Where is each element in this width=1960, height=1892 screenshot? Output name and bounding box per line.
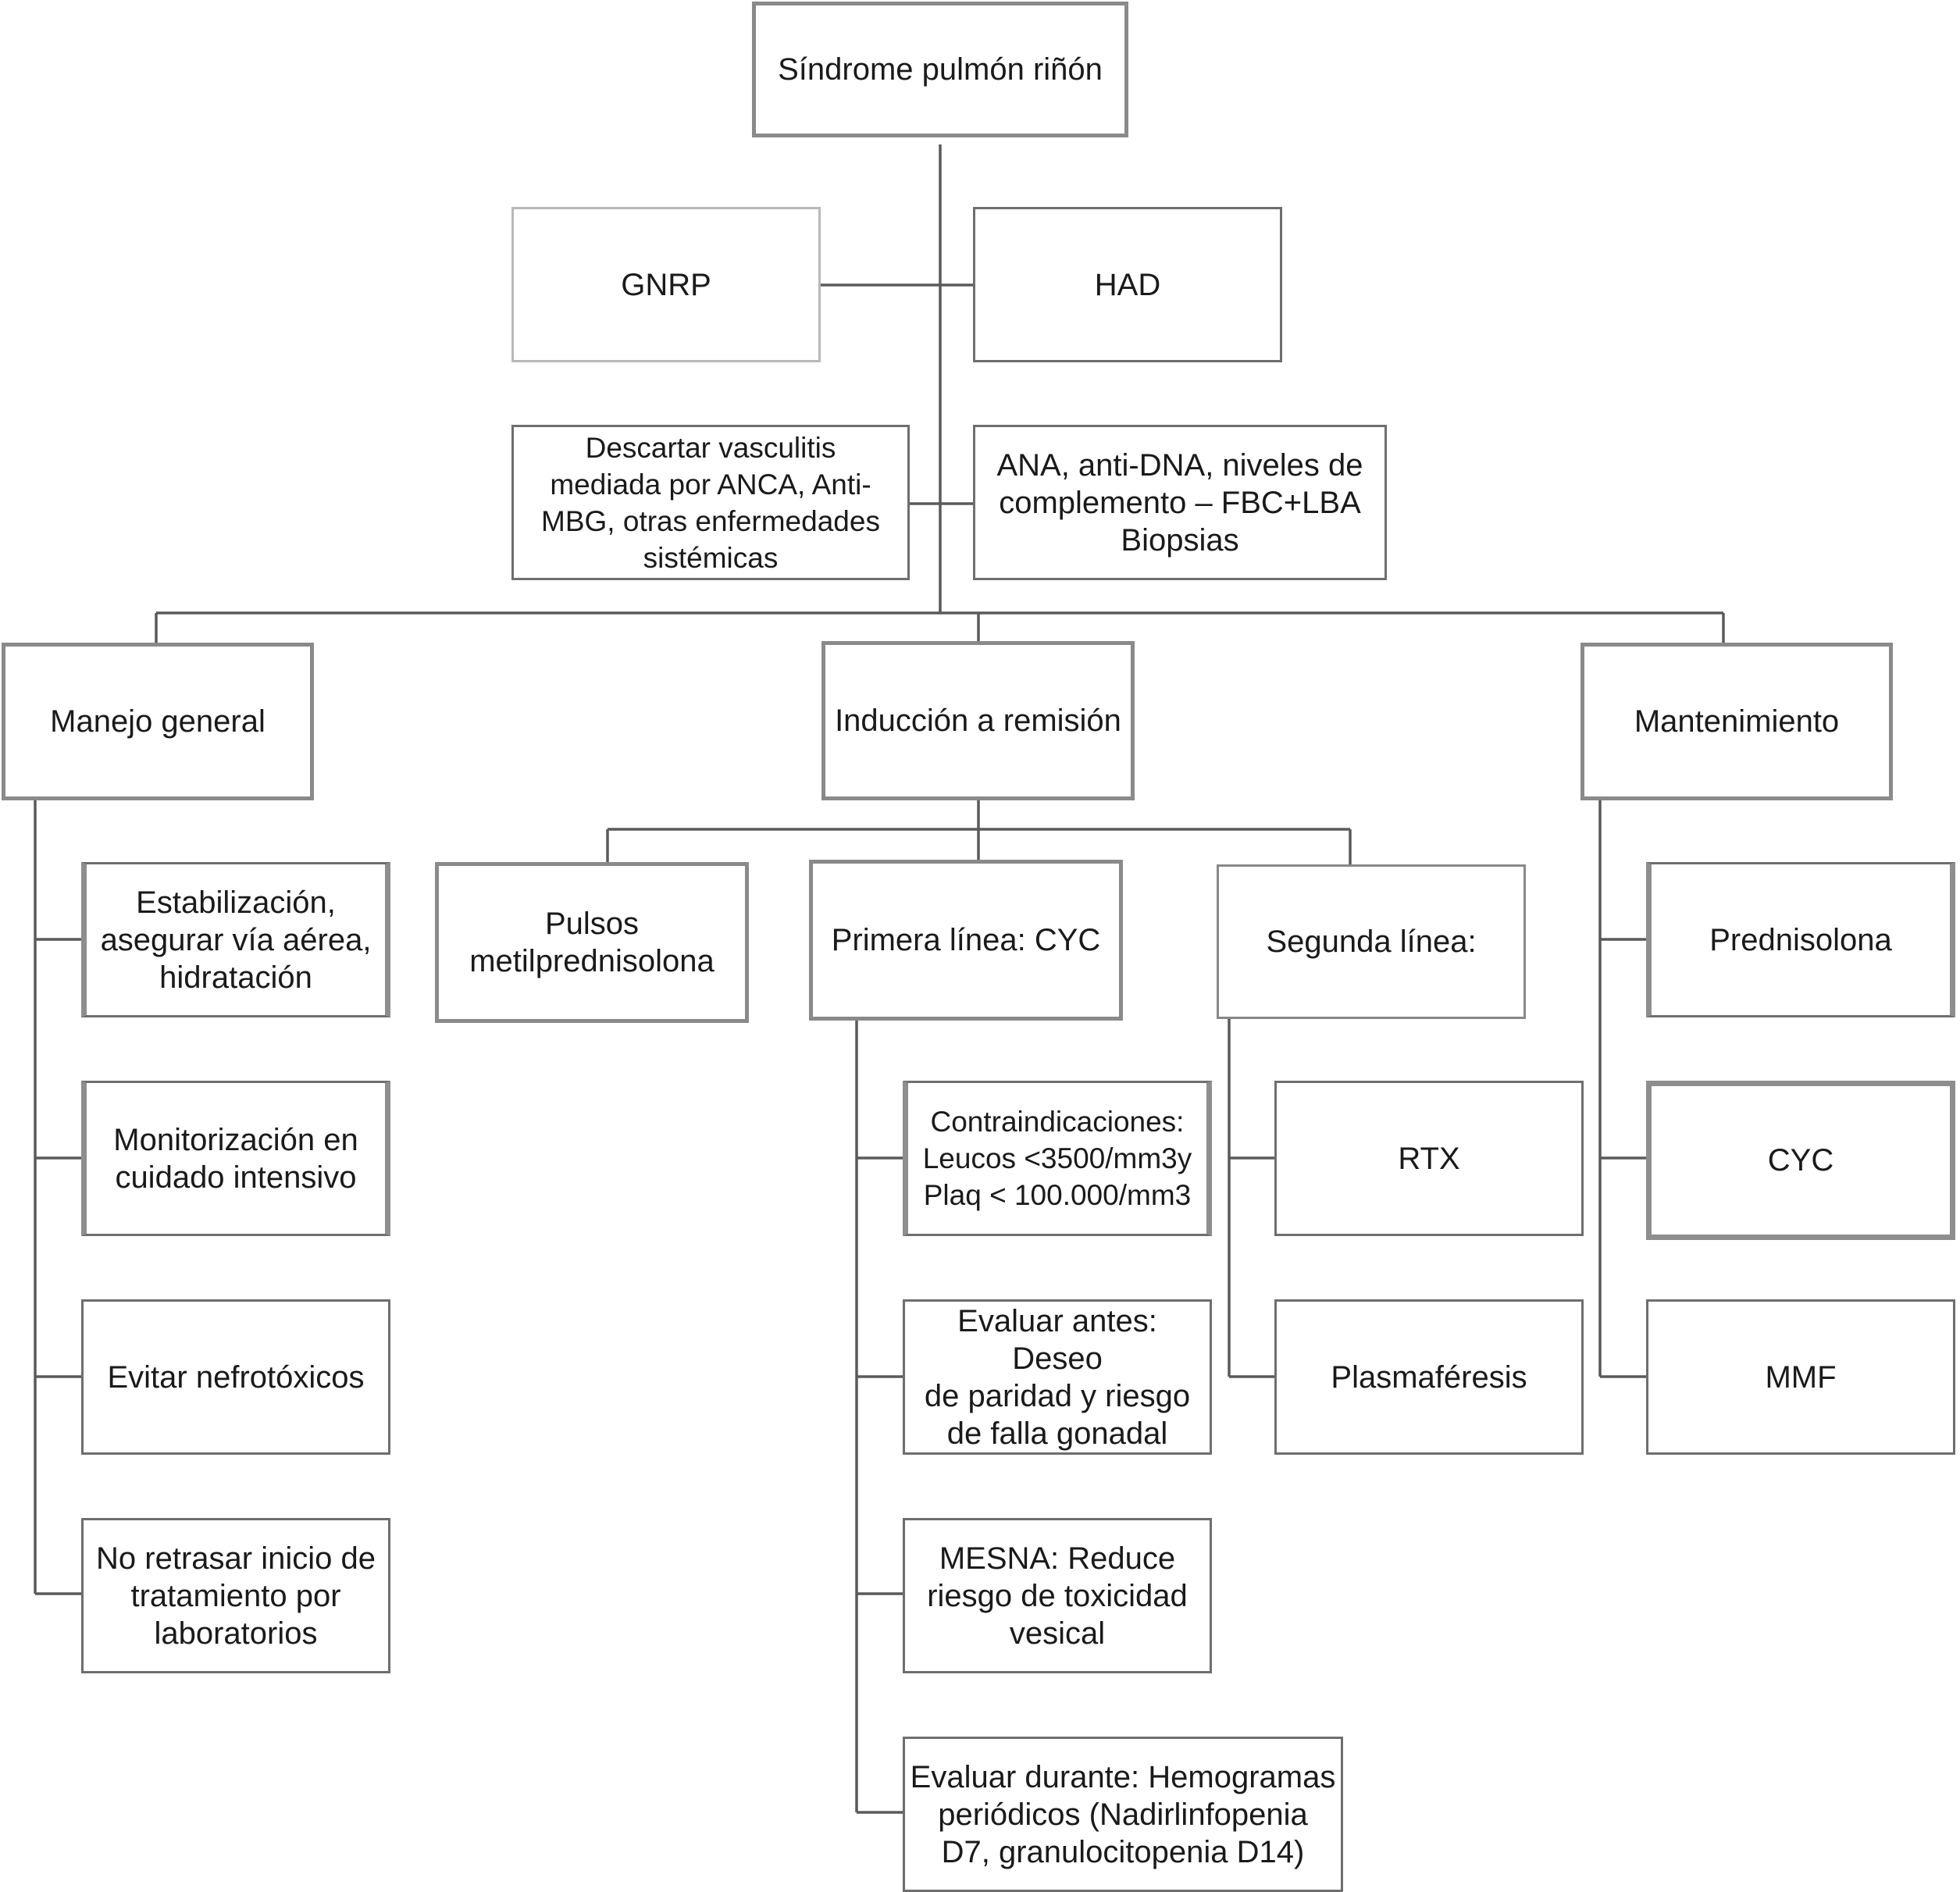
node-label: Inducción a remisión xyxy=(835,704,1121,738)
node-label: Contraindicaciones: Leucos <3500/mm3y Pl… xyxy=(922,1106,1192,1211)
node-label: Estabilización, asegurar vía aérea, hidr… xyxy=(100,885,372,995)
node-cyc: CYC xyxy=(1646,1081,1955,1240)
node-sindrome-pulmon-rinon: Síndrome pulmón riñón xyxy=(752,2,1128,137)
node-primera-linea: Primera línea: CYC xyxy=(809,860,1123,1021)
node-contraindicaciones: Contraindicaciones: Leucos <3500/mm3y Pl… xyxy=(903,1081,1212,1236)
node-label: HAD xyxy=(1094,267,1161,302)
node-gnrp: GNRP xyxy=(511,207,821,362)
node-label: Evaluar durante: Hemogramas periódicos (… xyxy=(910,1759,1336,1869)
node-evaluar-durante: Evaluar durante: Hemogramas periódicos (… xyxy=(903,1737,1343,1892)
node-estabilizacion: Estabilización, asegurar vía aérea, hidr… xyxy=(81,862,390,1017)
node-label: Evaluar antes: Deseo de paridad y riesgo… xyxy=(924,1303,1191,1451)
node-induccion-remision: Inducción a remisión xyxy=(821,641,1135,800)
node-label: Plasmaféresis xyxy=(1331,1359,1527,1395)
node-label: MESNA: Reduce riesgo de toxicidad vesica… xyxy=(927,1541,1188,1651)
node-mantenimiento: Mantenimiento xyxy=(1580,643,1893,800)
node-label: Mantenimiento xyxy=(1634,704,1840,739)
node-label: No retrasar inicio de tratamiento por la… xyxy=(96,1541,376,1651)
node-label: Segunda línea: xyxy=(1266,925,1477,959)
node-prednisolona: Prednisolona xyxy=(1646,862,1955,1017)
node-evitar-nefrotoxicos: Evitar nefrotóxicos xyxy=(81,1299,390,1455)
node-plasmaferesis: Plasmaféresis xyxy=(1274,1299,1584,1455)
node-label: Síndrome pulmón riñón xyxy=(778,52,1103,87)
node-manejo-general: Manejo general xyxy=(2,643,314,800)
node-label: CYC xyxy=(1767,1143,1834,1178)
node-label: Prednisolona xyxy=(1709,922,1892,957)
node-label: Primera línea: CYC xyxy=(831,923,1101,957)
node-monitorizacion: Monitorización en cuidado intensivo xyxy=(81,1081,390,1236)
node-pulsos-metilprednisolona: Pulsos metilprednisolona xyxy=(435,862,749,1023)
node-mesna: MESNA: Reduce riesgo de toxicidad vesica… xyxy=(903,1518,1212,1673)
node-had: HAD xyxy=(973,207,1282,362)
node-label: Pulsos metilprednisolona xyxy=(469,907,715,978)
node-label: RTX xyxy=(1398,1141,1460,1176)
node-rtx: RTX xyxy=(1274,1081,1584,1236)
node-label: Monitorización en cuidado intensivo xyxy=(113,1122,358,1195)
node-segunda-linea: Segunda línea: xyxy=(1217,864,1526,1019)
node-descartar-vasculitis: Descartar vasculitis mediada por ANCA, A… xyxy=(511,425,910,580)
node-evaluar-antes: Evaluar antes: Deseo de paridad y riesgo… xyxy=(903,1299,1212,1455)
node-label: MMF xyxy=(1765,1359,1837,1395)
node-label: GNRP xyxy=(621,267,711,302)
node-label: Evitar nefrotóxicos xyxy=(107,1359,365,1395)
node-label: ANA, anti-DNA, niveles de complemento – … xyxy=(996,447,1363,558)
node-label: Manejo general xyxy=(50,704,265,739)
node-mmf: MMF xyxy=(1646,1299,1955,1455)
node-ana-anti-dna: ANA, anti-DNA, niveles de complemento – … xyxy=(973,425,1387,580)
node-no-retrasar: No retrasar inicio de tratamiento por la… xyxy=(81,1518,390,1673)
node-label: Descartar vasculitis mediada por ANCA, A… xyxy=(541,431,880,574)
